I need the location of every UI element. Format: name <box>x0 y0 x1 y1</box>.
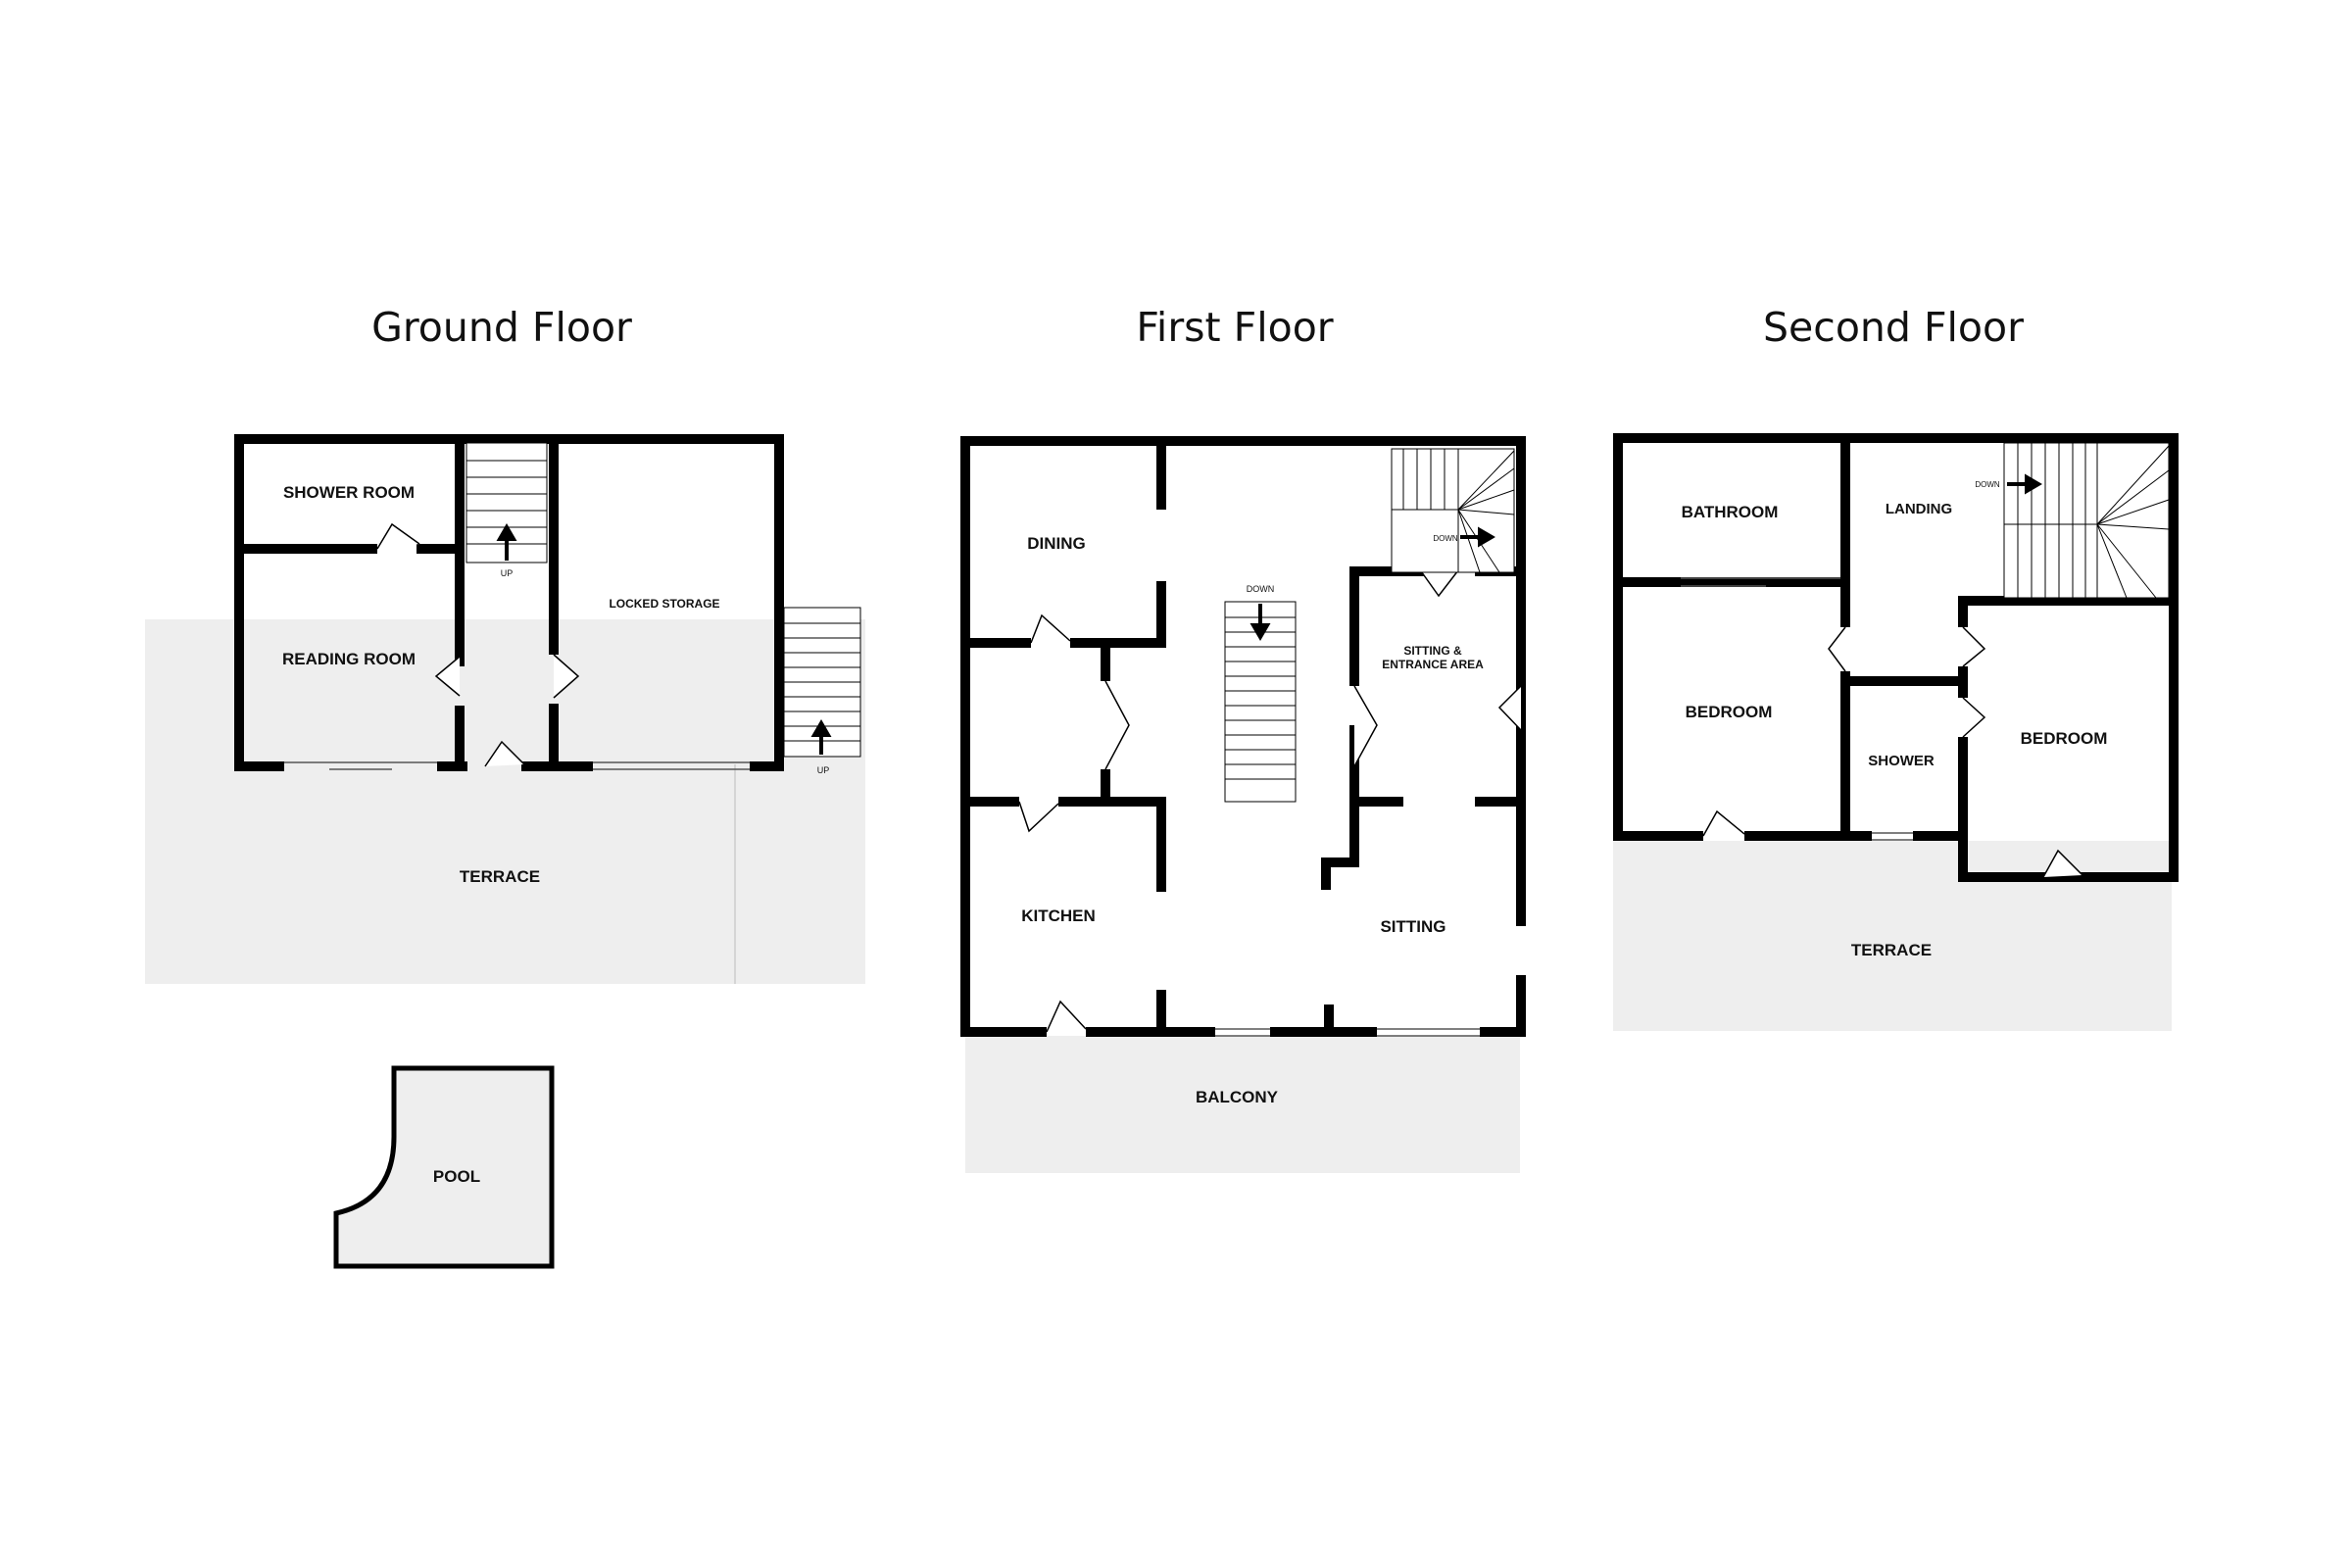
ground-inner-up-label: UP <box>501 568 514 578</box>
shower-label: SHOWER <box>1868 753 1935 769</box>
first-corner-down-arrow <box>1460 526 1495 548</box>
ground-floor-plan: UP UP SHOWER ROOM READING ROOM LOCKED ST… <box>145 434 865 1269</box>
sitting-entrance-label-line2: ENTRANCE AREA <box>1382 658 1484 671</box>
ground-walls <box>234 434 784 771</box>
first-corner-stair <box>1391 448 1515 573</box>
ground-outer-up-label: UP <box>817 765 830 775</box>
first-floor-plan: DOWN DOWN DINING KITCHEN SITTING & ENTRA… <box>960 436 1526 1173</box>
second-floor-plan: DOWN BATHROOM LANDING BEDROOM SHOWER BED… <box>1613 433 2179 1031</box>
sitting-label: SITTING <box>1380 917 1446 936</box>
kitchen-label: KITCHEN <box>1021 906 1096 925</box>
ground-terrace-area <box>145 619 865 984</box>
first-main-down-label: DOWN <box>1247 584 1275 594</box>
second-stair <box>2003 442 2170 599</box>
reading-room-label: READING ROOM <box>282 650 416 668</box>
second-down-label: DOWN <box>1975 480 2000 489</box>
bedroom-left-label: BEDROOM <box>1686 703 1773 721</box>
pool-label: POOL <box>433 1167 480 1186</box>
second-floor-walls <box>1613 433 2179 882</box>
first-floor-title: First Floor <box>1136 304 1334 351</box>
first-corner-down-label: DOWN <box>1433 534 1458 543</box>
balcony-label: BALCONY <box>1196 1088 1279 1106</box>
pool-shape <box>333 1065 555 1269</box>
first-main-down-arrow <box>1250 604 1271 641</box>
second-down-arrow <box>2007 473 2042 495</box>
second-floor-title: Second Floor <box>1763 304 2024 351</box>
sitting-entrance-label-line1: SITTING & <box>1403 644 1462 658</box>
shower-room-label: SHOWER ROOM <box>283 483 415 502</box>
ground-floor-title: Ground Floor <box>371 304 632 351</box>
second-terrace-area <box>1613 841 2172 1031</box>
dining-label: DINING <box>1027 534 1086 553</box>
balcony-area <box>965 1036 1520 1173</box>
ground-terrace-label: TERRACE <box>460 867 540 886</box>
landing-label: LANDING <box>1886 501 1952 517</box>
bedroom-right-label: BEDROOM <box>2021 729 2108 748</box>
bathroom-label: BATHROOM <box>1682 503 1779 521</box>
ground-outer-up-arrow <box>810 719 832 755</box>
second-terrace-label: TERRACE <box>1851 941 1932 959</box>
locked-storage-label: LOCKED STORAGE <box>609 597 719 611</box>
ground-inner-up-arrow <box>496 523 517 561</box>
